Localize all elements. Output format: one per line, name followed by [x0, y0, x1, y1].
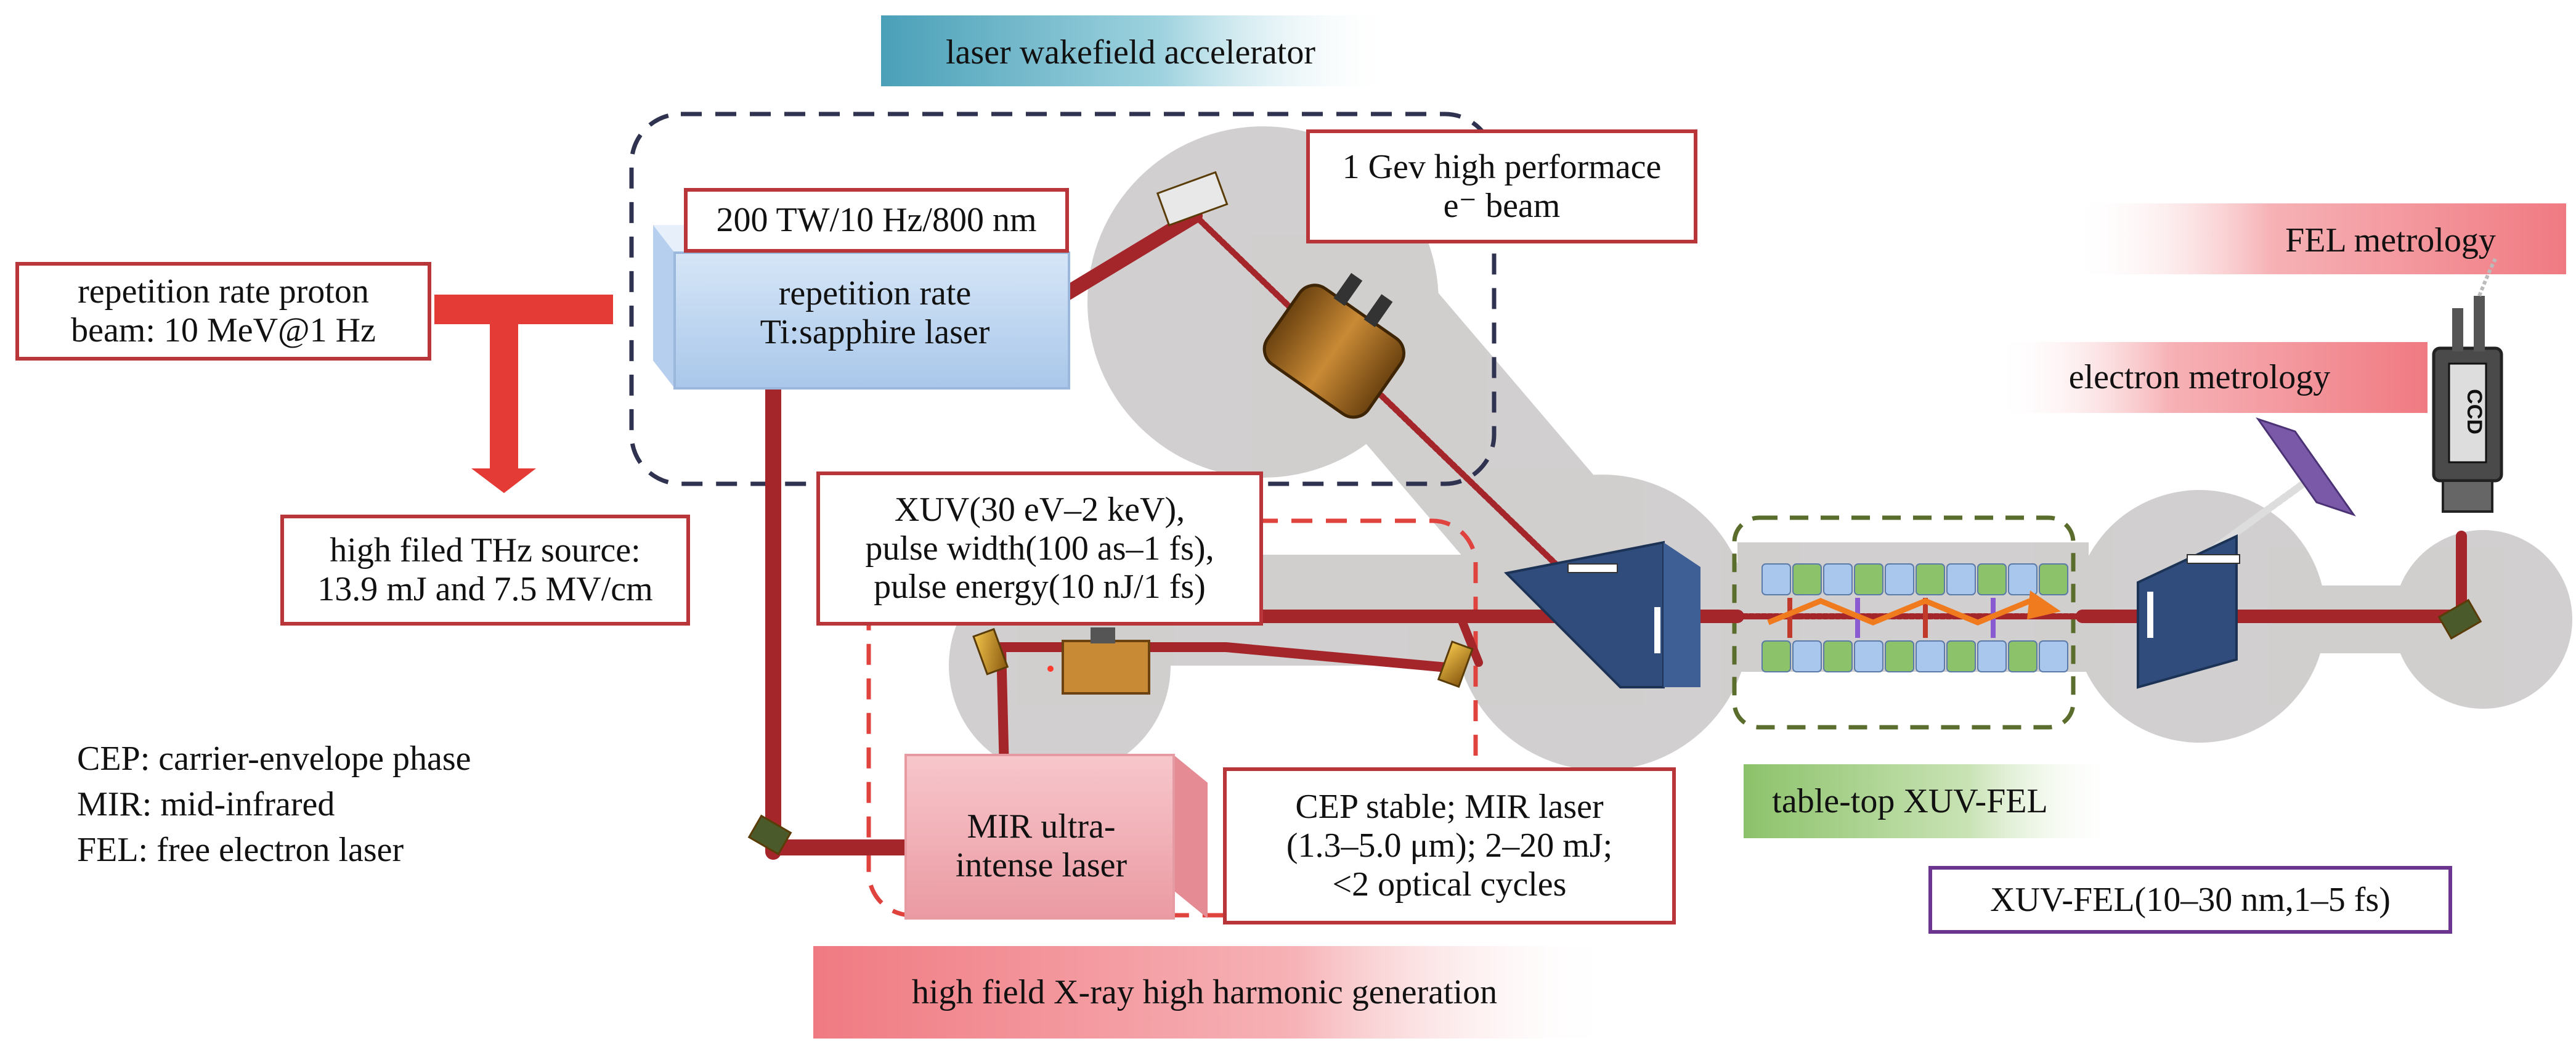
- undulator-magnet: [1885, 640, 1914, 672]
- ti-laser-label: repetition rate Ti:sapphire laser: [684, 274, 1066, 351]
- mirror-lwfa: [1156, 171, 1229, 227]
- banner-xuv-fel-bg: [1744, 764, 2119, 838]
- proton-beam: [434, 295, 613, 493]
- mir-laser-label: MIR ultra- intense laser: [912, 807, 1171, 884]
- ccd-chamber: [2394, 530, 2572, 709]
- lwfa-target: [1262, 272, 1405, 419]
- xuv-line-3: pulse energy(10 nJ/1 fs): [874, 568, 1206, 606]
- legend-fel: FEL: free electron laser: [77, 830, 404, 869]
- legend-cep: CEP: carrier-envelope phase: [77, 740, 471, 778]
- ti-laser-line-1: repetition rate: [778, 274, 972, 312]
- banner-fel-metrology: FEL metrology: [2285, 221, 2496, 259]
- thz-box: high filed THz source: 13.9 mJ and 7.5 M…: [280, 515, 690, 626]
- mirror-mir: [747, 814, 792, 855]
- undulator-magnet: [1792, 563, 1822, 595]
- mir-spec-box: CEP stable; MIR laser (1.3–5.0 μm); 2–20…: [1223, 767, 1676, 924]
- mir-laser-line-2: intense laser: [955, 846, 1128, 884]
- banner-lwfa-bg: [881, 15, 1396, 86]
- legend: CEP: carrier-envelope phase MIR: mid-inf…: [77, 737, 632, 873]
- legend-mir: MIR: mid-infrared: [77, 785, 335, 823]
- undulator-magnet: [2039, 640, 2068, 672]
- proton-beam-box: repetition rate proton beam: 10 MeV@1 Hz: [15, 262, 431, 361]
- thz-line-1: high filed THz source:: [330, 531, 641, 570]
- banner-xuv-fel: table-top XUV-FEL: [1772, 782, 2048, 820]
- banner-electron-metrology: electron metrology: [2068, 357, 2331, 396]
- prism-main-slit: [1654, 607, 1660, 653]
- undulator-magnet: [1946, 640, 1976, 672]
- undulator-magnet: [2039, 563, 2068, 595]
- mirror-ccd: [2437, 598, 2482, 640]
- undulator-magnet: [1761, 563, 1791, 595]
- banner-fel-metrology-bg: [2073, 203, 2566, 274]
- ti-laser-side: [653, 225, 675, 388]
- undulator-magnet: [1916, 640, 1945, 672]
- undulator-magnet: [1916, 563, 1945, 595]
- undulator-trajectory: [1767, 598, 2031, 626]
- undulator-magnet: [1823, 640, 1853, 672]
- prism-metrology-slit: [2147, 592, 2153, 638]
- undulator-arrow: [2027, 590, 2061, 619]
- ti-laser-block: [673, 251, 1070, 390]
- ti-spec-box: 200 TW/10 Hz/800 nm: [684, 188, 1069, 253]
- prism-main-plate: [1567, 563, 1618, 573]
- undulator-magnet: [1854, 563, 1883, 595]
- gas-cell: [1047, 627, 1150, 695]
- undulator-magnet: [1792, 640, 1822, 672]
- proton-line-2: beam: 10 MeV@1 Hz: [71, 311, 376, 349]
- banner-hhg-bg: [813, 946, 1614, 1039]
- fel-spec-box: XUV-FEL(10–30 nm,1–5 fs): [1928, 866, 2452, 934]
- ebeam-line-1: 1 Gev high performace: [1342, 147, 1662, 186]
- prism-main-front: [1664, 542, 1700, 687]
- mir-spec-line-2: (1.3–5.0 μm); 2–20 mJ;: [1286, 826, 1613, 865]
- mirror-hhg-right: [1437, 640, 1474, 688]
- xuv-line-1: XUV(30 eV–2 keV),: [894, 490, 1185, 529]
- undulator-magnet: [1946, 563, 1976, 595]
- ccd-camera: [2432, 258, 2503, 513]
- banner-electron-metrology-bg: [1996, 342, 2428, 413]
- electron-screen: [2256, 417, 2356, 516]
- banner-hhg: high field X-ray high harmonic generatio…: [911, 973, 1498, 1011]
- xuv-box: XUV(30 eV–2 keV), pulse width(100 as–1 f…: [816, 471, 1263, 626]
- undulator-magnet: [1854, 640, 1883, 672]
- undulator-magnet: [2008, 563, 2038, 595]
- mir-laser-block: [904, 754, 1175, 920]
- ebeam-box: 1 Gev high performace e⁻ beam: [1306, 129, 1697, 243]
- xuv-line-2: pulse width(100 as–1 fs),: [865, 529, 1214, 568]
- undulator-magnet: [1885, 563, 1914, 595]
- undulator: [1761, 563, 2068, 672]
- undulator-magnet: [1761, 640, 1791, 672]
- mir-spec-line-3: <2 optical cycles: [1332, 865, 1567, 904]
- mirror-hhg-left: [972, 627, 1009, 675]
- undulator-magnet: [2008, 640, 2038, 672]
- prism-metrology-plate: [2187, 554, 2240, 564]
- undulator-magnet: [1823, 563, 1853, 595]
- mirrors: [747, 171, 2482, 855]
- banner-lwfa: laser wakefield accelerator: [945, 33, 1316, 71]
- mir-laser-line-1: MIR ultra-: [967, 807, 1116, 846]
- prism-metrology: [2137, 534, 2238, 689]
- ti-laser-line-2: Ti:sapphire laser: [760, 312, 990, 351]
- undulator-magnet: [1977, 640, 2007, 672]
- proton-line-1: repetition rate proton: [78, 272, 369, 311]
- ebeam-line-2: e⁻ beam: [1443, 186, 1561, 225]
- mir-spec-line-1: CEP stable; MIR laser: [1295, 788, 1604, 826]
- thz-line-2: 13.9 mJ and 7.5 MV/cm: [317, 570, 653, 608]
- ccd-label: CCD: [2463, 389, 2486, 435]
- mir-laser-side: [1174, 755, 1208, 918]
- undulator-magnet: [1977, 563, 2007, 595]
